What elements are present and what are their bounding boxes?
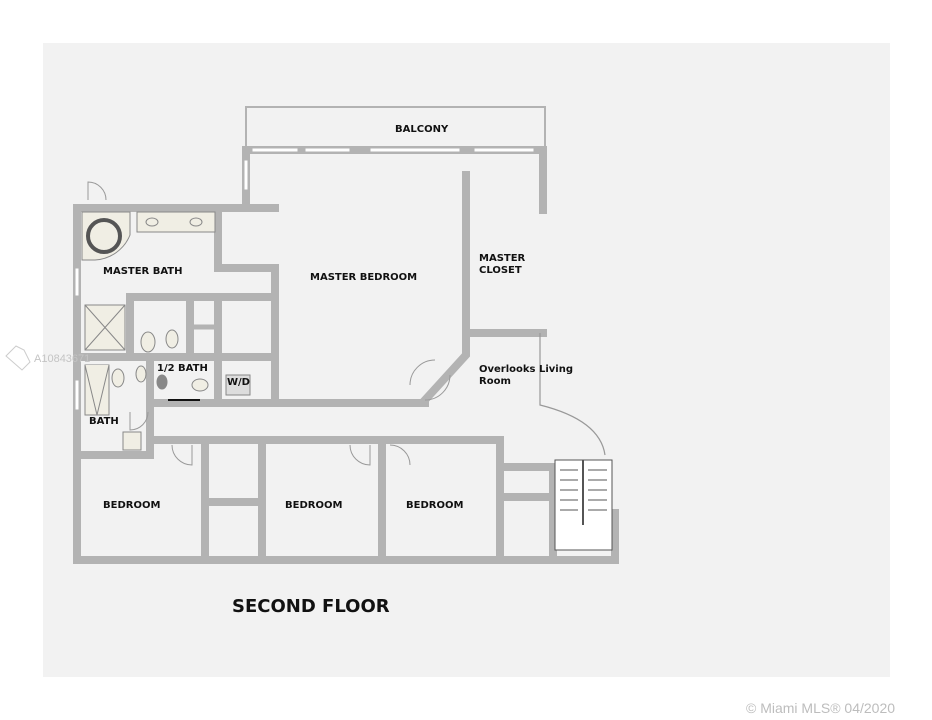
room-label-bedroom-3: BEDROOM bbox=[406, 500, 464, 511]
stairs bbox=[554, 459, 613, 551]
doors bbox=[87, 181, 451, 466]
windows bbox=[74, 147, 535, 411]
room-label-master-bedroom: MASTER BEDROOM bbox=[310, 272, 418, 283]
room-label-half-bath: 1/2 BATH bbox=[157, 363, 208, 374]
room-label-master-closet: MASTER CLOSET bbox=[479, 253, 526, 276]
overlook-rail bbox=[539, 333, 606, 456]
listing-id-watermark: A10843671 bbox=[34, 353, 91, 365]
room-label-master-bath: MASTER BATH bbox=[103, 266, 183, 277]
fixtures bbox=[81, 211, 251, 451]
room-label-bedroom-2: BEDROOM bbox=[285, 500, 343, 511]
walls bbox=[73, 106, 619, 564]
room-label-bedroom-1: BEDROOM bbox=[103, 500, 161, 511]
room-label-overlooks-living-room: Overlooks Living Room bbox=[479, 364, 574, 387]
room-label-wd: W/D bbox=[227, 377, 250, 388]
floor-title: SECOND FLOOR bbox=[232, 596, 390, 617]
room-label-balcony: BALCONY bbox=[395, 124, 449, 135]
mls-logo-icon bbox=[5, 345, 31, 371]
bedroom-top-wall bbox=[242, 146, 547, 214]
copyright-watermark: © Miami MLS® 04/2020 bbox=[746, 700, 896, 716]
room-label-bath: BATH bbox=[89, 416, 119, 427]
